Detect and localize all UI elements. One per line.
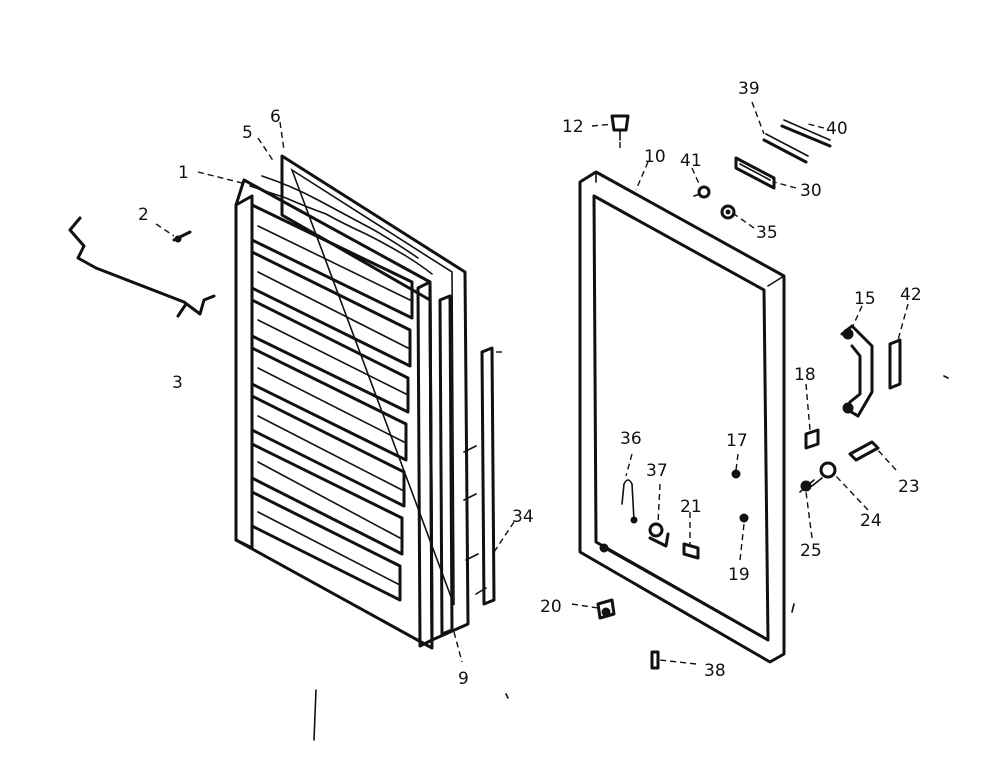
callout-1: 1 [178,163,189,183]
key-part-23 [848,440,880,462]
lock-cylinder-part-24 [811,461,837,487]
callout-6: 6 [270,107,281,127]
callout-42: 42 [900,285,922,305]
hinge-part-37 [648,522,670,548]
callout-5: 5 [242,123,253,143]
callout-40: 40 [826,119,848,139]
callout-39: 39 [738,79,760,99]
stud-part-21 [682,542,700,560]
callout-35: 35 [756,223,778,243]
strip-part-39 [762,133,809,164]
callout-3: 3 [172,373,183,393]
leader-lines [155,101,909,665]
latch-rod-part-3 [68,216,216,318]
screw-part-41 [693,185,711,199]
callout-24: 24 [860,511,882,531]
screw-part-2 [172,230,192,243]
callout-19: 19 [728,565,750,585]
callout-37: 37 [646,461,668,481]
bottom-hinge-part-20 [596,598,616,620]
door-liner-body [234,178,434,650]
bracket-strip-34 [480,346,496,606]
breaker-strip-9 [416,280,434,648]
callout-36: 36 [620,429,642,449]
door-frame-assembly [578,170,786,664]
door-hinge-pocket [599,543,609,553]
door-handle-part-15 [840,324,874,418]
callout-2: 2 [138,205,149,225]
liner-left-rail [234,194,254,550]
door-inner-frame [592,194,770,642]
callout-12: 12 [562,117,584,137]
bushing-part-35 [720,204,736,220]
callout-18: 18 [794,365,816,385]
callout-23: 23 [898,477,920,497]
breaker-strip-inner [438,294,454,636]
callout-30: 30 [800,181,822,201]
callout-labels: 1 2 3 5 6 9 10 12 15 17 18 19 20 21 23 2… [138,79,922,689]
hinge-cap-part-12 [610,114,630,141]
lock-nut-part-25 [799,479,815,493]
stray-mark [313,689,317,741]
callout-15: 15 [854,289,876,309]
liner-top-gasket [249,185,433,275]
callout-41: 41 [680,151,702,171]
clip-part-18 [804,428,820,450]
screw-part-19 [739,513,749,523]
spring-part-36 [621,479,638,524]
callout-17: 17 [726,431,748,451]
callout-21: 21 [680,497,702,517]
callout-38: 38 [704,661,726,681]
liner-shelves [250,203,414,602]
callout-9: 9 [458,669,469,689]
bracket-part-30 [734,156,776,190]
strip-part-40 [780,119,832,148]
callout-10: 10 [644,147,666,167]
door-liner-assembly [234,154,496,650]
pin-part-38 [650,650,660,670]
screw-part-17 [731,469,741,479]
handle-cover-part-42 [888,338,902,390]
callout-20: 20 [540,597,562,617]
callout-34: 34 [512,507,534,527]
gasket-inner-edge [290,168,455,606]
callout-25: 25 [800,541,822,561]
